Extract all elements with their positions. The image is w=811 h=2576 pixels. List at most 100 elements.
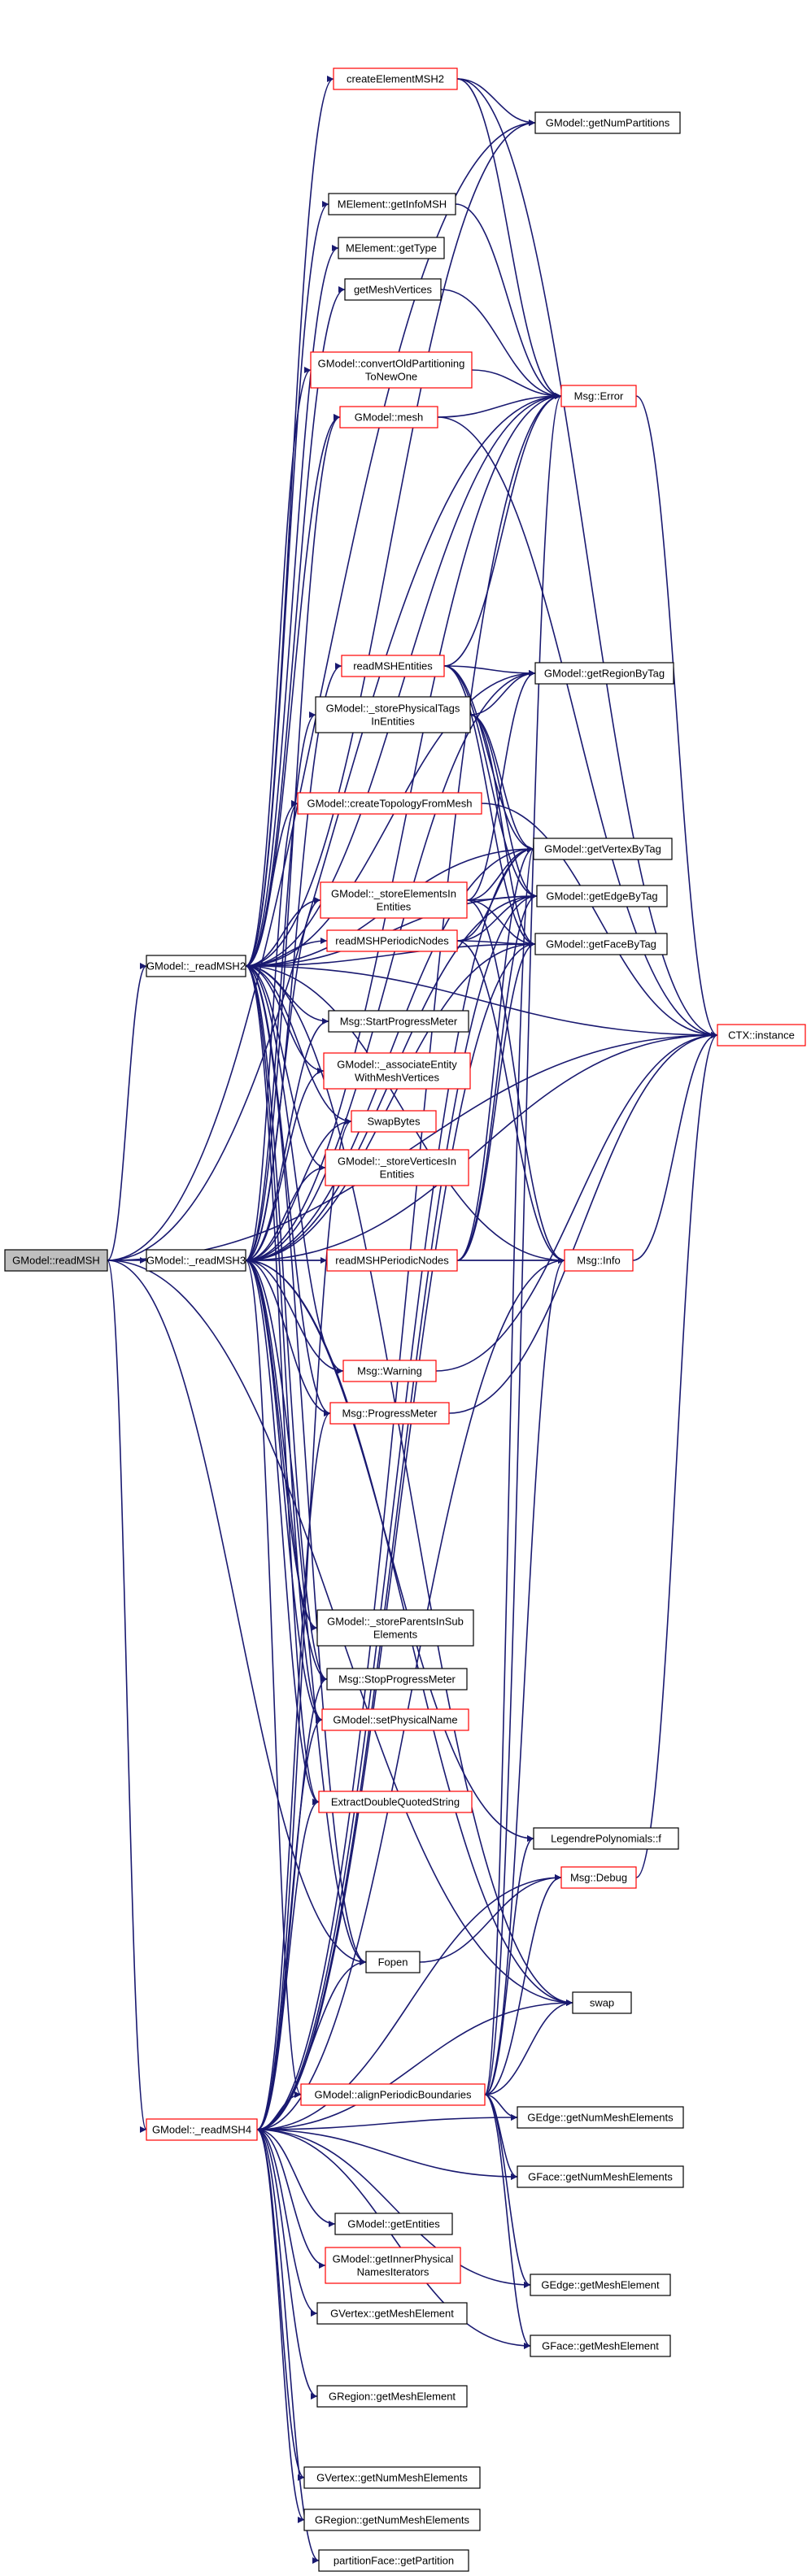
node-label: Fopen — [378, 1956, 408, 1969]
node-msg-warning[interactable]: Msg::Warning — [342, 1360, 437, 1382]
node-gregion-getnummeshelements[interactable]: GRegion::getNumMeshElements — [303, 2509, 481, 2531]
edge-gmodel-readmsh3-to-stopprogressmeter — [245, 1260, 328, 1682]
node-readmshentities[interactable]: readMSHEntities — [341, 655, 445, 677]
node-box — [536, 885, 668, 907]
edge-gmodel-readmsh3-to-storeverticesin — [245, 1164, 326, 1261]
node-gmodel-mesh[interactable]: GModel::mesh — [339, 406, 438, 429]
node-msg-progressmeter[interactable]: Msg::ProgressMeter — [329, 1402, 450, 1425]
node-label: GRegion::getMeshElement — [329, 2391, 456, 2403]
node-gmodel-readmsh3[interactable]: GModel::_readMSH3 — [146, 1249, 246, 1272]
edge-gmodel-readmsh4-to-gface-getnummeshelements — [256, 2129, 518, 2180]
node-gvertex-getmeshelement[interactable]: GVertex::getMeshElement — [316, 2302, 468, 2325]
node-swap[interactable]: swap — [572, 1991, 632, 2014]
node-alignperiodicboundaries[interactable]: GModel::alignPeriodicBoundaries — [300, 2083, 486, 2106]
node-getfacebytag[interactable]: GModel::getFaceByTag — [534, 933, 668, 955]
node-msg-debug[interactable]: Msg::Debug — [560, 1866, 637, 1889]
edge-gmodel-readmsh2-to-createtopologyfrommesh — [245, 800, 299, 967]
edge-gmodel-readmsh-to-ctx-instance — [107, 1032, 718, 1261]
node-gface-getmeshelement[interactable]: GFace::getMeshElement — [530, 2334, 671, 2357]
node-gmodel-readmsh2[interactable]: GModel::_readMSH2 — [146, 955, 246, 977]
node-box — [717, 1024, 806, 1046]
edge-gmodel-readmsh4-to-gvertex-getmeshelement — [256, 2129, 318, 2317]
node-gmodel-readmsh4[interactable]: GModel::_readMSH4 — [146, 2118, 258, 2141]
node-gregion-getmeshelement[interactable]: GRegion::getMeshElement — [316, 2385, 468, 2408]
node-readmshperiodicnodes-a[interactable]: readMSHPeriodicNodes — [326, 929, 458, 952]
node-readmshperiodicnodes-b[interactable]: readMSHPeriodicNodes — [326, 1249, 458, 1272]
edge-gmodel-readmsh3-to-getfacebytag — [245, 941, 536, 1261]
edge-alignperiodicboundaries-to-msg-error — [484, 393, 562, 2095]
node-legendrepolynomials-f[interactable]: LegendrePolynomials::f — [533, 1827, 679, 1850]
edge-gmodel-readmsh4-to-alignperiodicboundaries — [256, 2091, 302, 2130]
edge-gmodel-readmsh3-to-msg-error — [245, 393, 562, 1261]
edge-gmodel-readmsh3-to-storephysicaltags — [245, 711, 316, 1261]
node-createtopologyfrommesh[interactable]: GModel::createTopologyFromMesh — [297, 792, 482, 815]
edge-gmodel-readmsh-to-gmodel-readmsh2 — [107, 963, 147, 1261]
node-label: GModel::getRegionByTag — [544, 668, 665, 680]
node-setphysicalname[interactable]: GModel::setPhysicalName — [321, 1708, 469, 1731]
edge-readmshperiodicnodes-b-to-getvertexbytag — [456, 846, 534, 1261]
edge-readmshperiodicnodes-a-to-msg-info — [456, 940, 565, 1264]
edge-gmodel-readmsh4-to-gregion-getmeshelement — [256, 2129, 318, 2400]
node-box — [316, 2302, 468, 2325]
node-msg-error[interactable]: Msg::Error — [560, 385, 637, 407]
node-getvertexbytag[interactable]: GModel::getVertexByTag — [533, 838, 673, 860]
node-partitionface-getpartition[interactable]: partitionFace::getPartition — [318, 2549, 469, 2572]
node-label: GModel::convertOldPartitioning — [318, 358, 465, 370]
node-gedge-getmeshelement[interactable]: GEdge::getMeshElement — [530, 2274, 671, 2296]
edge-storeelementsin-to-getregionbytag — [466, 670, 536, 901]
edge-alignperiodicboundaries-to-swap — [484, 1999, 573, 2095]
node-box — [325, 1149, 469, 1186]
edge-gmodel-readmsh4-to-msg-progressmeter — [256, 1410, 331, 2130]
node-label: GModel::createTopologyFromMesh — [307, 798, 472, 810]
node-label: Msg::Warning — [357, 1365, 422, 1377]
node-label: readMSHPeriodicNodes — [335, 935, 449, 947]
node-box — [341, 655, 445, 677]
node-startprogressmeter[interactable]: Msg::StartProgressMeter — [328, 1010, 469, 1033]
edge-gmodel-readmsh3-to-setphysicalname — [245, 1260, 323, 1723]
node-ctx-instance[interactable]: CTX::instance — [717, 1024, 806, 1046]
edge-storeelementsin-to-getfacebytag — [466, 899, 536, 947]
node-getmeshvertices[interactable]: getMeshVertices — [344, 278, 442, 301]
node-fopen[interactable]: Fopen — [365, 1951, 421, 1973]
edge-gmodel-readmsh2-to-getmeshvertices — [245, 286, 346, 967]
edge-gmodel-readmsh4-to-gregion-getnummeshelements — [256, 2129, 305, 2523]
edge-gmodel-readmsh-to-msg-error — [107, 393, 562, 1261]
node-label: GModel::setPhysicalName — [333, 1714, 457, 1726]
node-label: NamesIterators — [357, 2266, 429, 2278]
node-box — [303, 2466, 481, 2489]
node-getregionbytag[interactable]: GModel::getRegionByTag — [534, 662, 674, 685]
node-label: CTX::instance — [728, 1029, 795, 1042]
node-getnumpartitions[interactable]: GModel::getNumPartitions — [534, 111, 681, 134]
node-label: Msg::StopProgressMeter — [338, 1673, 456, 1686]
node-gettype[interactable]: MElement::getType — [338, 237, 445, 259]
node-swapbytes[interactable]: SwapBytes — [351, 1110, 437, 1133]
node-box — [321, 1708, 469, 1731]
node-box — [300, 2083, 486, 2106]
node-getedgebytag[interactable]: GModel::getEdgeByTag — [536, 885, 668, 907]
node-box — [329, 1402, 450, 1425]
edge-readmshentities-to-getregionbytag — [443, 665, 536, 677]
node-getinfomsh[interactable]: MElement::getInfoMSH — [328, 193, 456, 215]
node-stopprogressmeter[interactable]: Msg::StopProgressMeter — [326, 1668, 468, 1690]
edge-gmodel-mesh-to-ctx-instance — [437, 416, 718, 1038]
edge-getinfomsh-to-msg-error — [455, 203, 562, 399]
node-gmodel-getentities[interactable]: GModel::getEntities — [334, 2213, 453, 2235]
node-gedge-getnummeshelements[interactable]: GEdge::getNumMeshElements — [517, 2106, 684, 2129]
node-msg-info[interactable]: Msg::Info — [564, 1249, 634, 1272]
node-label: MElement::getType — [346, 242, 437, 255]
edge-gmodel-readmsh3-to-msg-warning — [245, 1260, 344, 1374]
node-extractdoublequotedstring[interactable]: ExtractDoubleQuotedString — [318, 1791, 473, 1813]
node-box — [310, 351, 473, 389]
node-gmodel-readmsh[interactable]: GModel::readMSH — [4, 1249, 108, 1272]
node-createelementmsh2[interactable]: createElementMSH2 — [333, 67, 458, 90]
node-gvertex-getnummeshelements[interactable]: GVertex::getNumMeshElements — [303, 2466, 481, 2489]
node-gface-getnummeshelements[interactable]: GFace::getNumMeshElements — [517, 2165, 684, 2188]
edge-gmodel-readmsh2-to-getinfomsh — [245, 201, 329, 967]
